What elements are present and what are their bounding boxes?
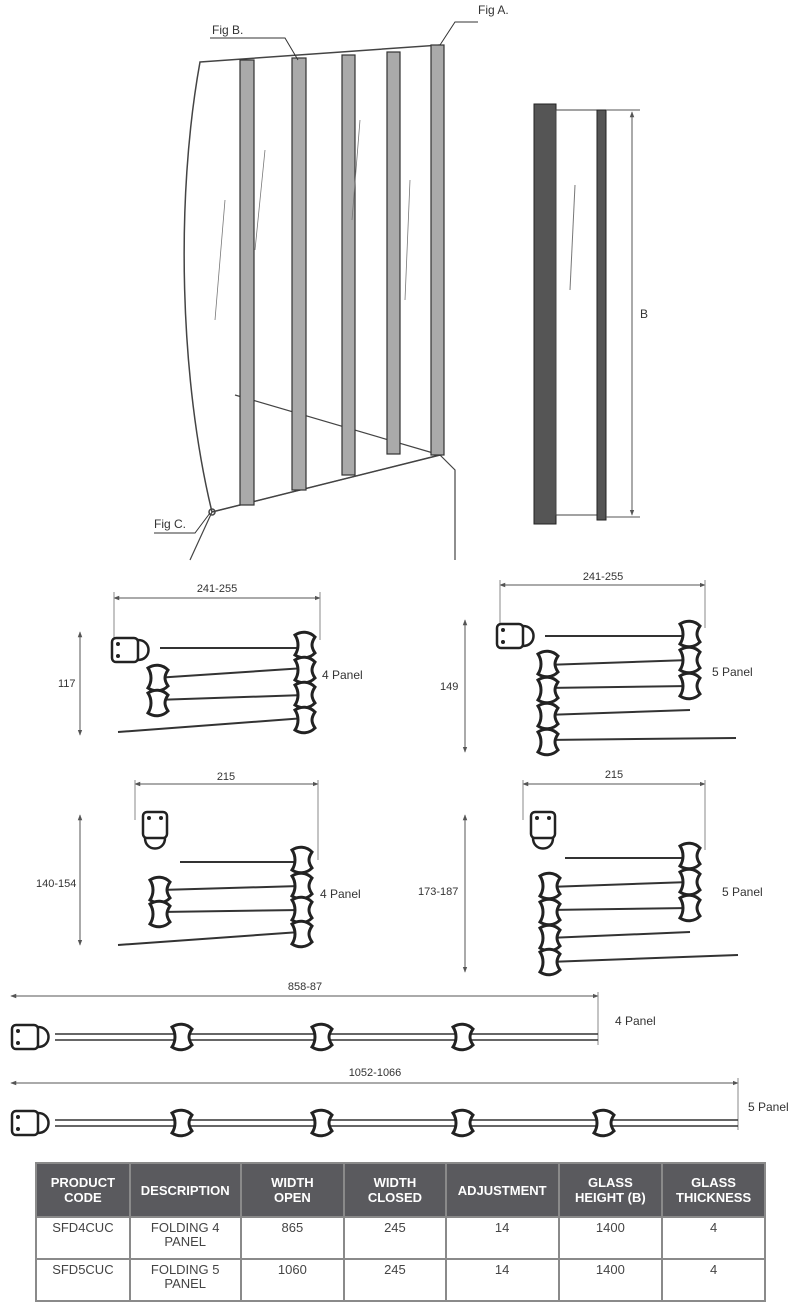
cell-glass-height: 1400 [557, 1216, 664, 1260]
plan-view-5-panel-a: 241-255 149 5 Panel [440, 571, 753, 757]
open-view-5-panel: 1052-1066 5 Panel [10, 1067, 789, 1138]
panel-label: 5 Panel [748, 1100, 789, 1114]
panel-label: 4 Panel [320, 887, 361, 901]
open-dimension: 1052-1066 [349, 1067, 402, 1079]
cell-glass-thickness: 4 [661, 1216, 766, 1260]
cell-width-open: 865 [239, 1216, 346, 1260]
screen-perspective-view [183, 44, 456, 561]
panel-label: 4 Panel [615, 1014, 656, 1028]
cell-code: SFD4CUC [35, 1216, 131, 1260]
cell-width-open: 1060 [239, 1258, 346, 1302]
screen-side-view: B [533, 103, 648, 525]
fig-a-label: Fig A. [478, 3, 509, 17]
height-b-label: B [640, 307, 648, 321]
width-dimension: 241-255 [583, 571, 623, 583]
depth-dimension: 140-154 [36, 878, 76, 890]
width-dimension: 241-255 [197, 583, 237, 595]
plan-view-4-panel-a: 241-255 117 4 Panel [58, 583, 363, 736]
fig-b-label: Fig B. [212, 23, 243, 37]
header-adjustment: ADJUSTMENT [444, 1162, 560, 1218]
plan-view-4-panel-b: 215 140-154 4 Panel [36, 771, 361, 949]
cell-adjustment: 14 [444, 1258, 560, 1302]
cell-adjustment: 14 [444, 1216, 560, 1260]
cell-code: SFD5CUC [35, 1258, 131, 1302]
fig-c-label: Fig C. [154, 517, 186, 531]
cell-glass-thickness: 4 [661, 1258, 766, 1302]
cell-glass-height: 1400 [557, 1258, 664, 1302]
header-description: DESCRIPTION [128, 1162, 242, 1218]
depth-dimension: 173-187 [418, 886, 458, 898]
plan-view-5-panel-b: 215 173-187 5 Panel [418, 769, 763, 977]
panel-label: 5 Panel [722, 885, 763, 899]
depth-dimension: 117 [58, 678, 76, 690]
width-dimension: 215 [605, 769, 623, 781]
open-dimension: 858-87 [288, 981, 322, 993]
open-view-4-panel: 858-87 4 Panel [10, 981, 656, 1052]
panel-label: 4 Panel [322, 668, 363, 682]
panel-label: 5 Panel [712, 665, 753, 679]
width-dimension: 215 [217, 771, 235, 783]
cell-width-closed: 245 [343, 1216, 447, 1260]
cell-width-closed: 245 [343, 1258, 447, 1302]
depth-dimension: 149 [440, 681, 458, 693]
figure-callouts: Fig B. Fig A. Fig C. [154, 3, 509, 534]
